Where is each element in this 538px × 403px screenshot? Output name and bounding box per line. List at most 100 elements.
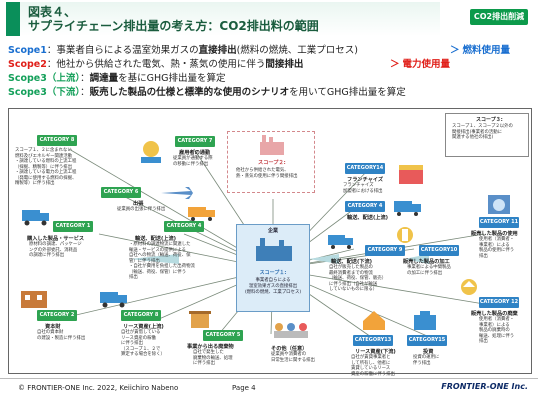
topic-badge: CO2排出削減 [470,9,528,25]
scope3-definition-box: スコープ３: スコープ１、スコープ２以外の 間接排出(事業者の活動に 関連する他… [445,113,529,157]
category-4-right-title: 輸送、配送(上流) [347,215,389,221]
category-8-lease-title: リース資産(上流) [123,324,164,330]
category-5-title: 事業から出る廃棄物 [187,344,234,350]
category-13-title: リース資産(下流) [355,349,396,355]
scope3-upstream-text: を基にGHG排出量を算定 [118,73,226,84]
scope2-text: ：他社から供給された電気、熱・蒸気の使用に伴う [46,59,266,70]
category-13-desc: 自社が賃貸事業者と して所有し、他者に 賃貸しているリース 資産の稼働に伴う排出 [351,355,395,377]
title-bar: 図表４、 サプライチェーン排出量の考え方：CO2排出料の範囲 [6,2,440,36]
lease-home-icon [363,311,385,330]
category-9-title: 輸送、配送(下流) [331,259,373,265]
scope2-label: Scope2 [8,59,47,70]
lease-truck-icon [100,292,127,308]
scope1-text: ：事業者自らによる温室効果ガスの [46,45,199,56]
scope1-line: Scope1：事業者自らによる温室効果ガスの直接排出(燃料の燃焼、工業プロセス)… [8,42,510,56]
processing-icon [397,227,413,243]
scope3-upstream-line: Scope3（上流）：調達量を基にGHG排出量を算定 [8,73,226,84]
category-15-title: 投資 [423,349,434,355]
factory-icon [256,238,292,261]
category-badge-6: CATEGORY 6 [101,187,141,198]
company-center-box: 企業 スコープ１: 事業者自らによる 温室効果ガスの直接排出 (燃料の燃焼、工業… [236,224,310,312]
category-badge-4: CATEGORY 4 [164,221,204,232]
company-label: 企業 [267,228,278,234]
category-2-desc: 自社の資本財 の建設・製造に伴う排出 [37,330,86,341]
truck-icon [22,210,49,226]
washing-machine-icon [488,195,510,214]
category-badge-8: CATEGORY 8 [37,135,77,146]
copyright: © FRONTIER-ONE Inc. 2022, Keiichiro Nabe… [18,384,179,392]
category-10-title: 販売した製品の加工 [403,259,450,265]
category-7-desc: 従業員が通勤する際 の移動に伴う排出 [173,156,213,167]
scope1-box-desc: 事業者自らによる 温室効果ガスの直接排出 (燃料の燃焼、工業プロセス) [244,278,302,295]
category-2-title: 資本財 [45,324,61,330]
scope3-upstream-emphasis: 調達量 [89,73,119,84]
shop-icon [399,165,423,184]
scope3-downstream-text: を用いてGHG排出量を算定 [289,87,406,98]
category-badge-11: CATEGORY 11 [479,217,519,228]
consumers-icon [274,323,308,338]
category-badge-8-lease: CATEGORY 8 [121,310,161,321]
scope2-result: ＞ 電力使用量 [390,59,451,70]
airplane-icon [161,187,193,199]
scope3-downstream-line: Scope3（下流）：販売した製品の仕様と標準的な使用のシナリオを用いてGHG排… [8,87,406,98]
delivery-truck-icon [188,207,215,221]
other-optional-title: その他（任意） [271,346,308,352]
page-title-line1: 図表４、 [28,5,77,19]
building-icon [21,291,47,308]
category-9-desc: 自社が販売した製品の 最終消費者までの物流 （輸送、荷役、保管、販売） に伴う排… [329,265,387,292]
distribution-truck-icon [328,235,353,249]
category-5-desc: 自社で発生した 廃棄物の輸送、処理 に伴う排出 [193,350,233,366]
company-logo: FRONTIER-ONE Inc. [441,382,528,391]
category-badge-2: CATEGORY 2 [37,310,77,321]
scope3-downstream-label: Scope3（下流） [8,87,81,98]
scope3-box-desc: スコープ１、スコープ２以外の 間接排出(事業者の活動に 関連する他社の排出) [452,124,513,140]
scope1-result: ＞ 燃料使用量 [450,45,511,56]
scope2-definition-box: スコープ２: 他社から供給された電気、 熱・蒸気の使用に伴う間接排出 [227,131,315,193]
category-7-title: 雇用者の通勤 [179,150,211,156]
supply-chain-diagram: スコープ３: スコープ１、スコープ２以外の 間接排出(事業者の活動に 関連する他… [8,108,532,377]
power-plant-icon [260,135,284,155]
category-badge-14: CATEGORY14 [345,163,385,174]
category-4-title: 輸送、配送(上流) [135,236,177,242]
category-4-desc: ・原材料の調達物流に関連した 輸送・サービスの提供による 自社への物流（輸送、荷… [129,242,195,280]
scope1-emphasis: 直接排出 [198,45,237,56]
category-badge-12: CATEGORY 12 [479,297,519,308]
scope2-line: Scope2：他社から供給された電気、熱・蒸気の使用に伴う間接排出 ＞ 電力使用… [8,56,450,70]
category-10-desc: 事業者による中間製品 の加工に伴う排出 [407,265,451,276]
scope1-box-title: スコープ１: [259,270,287,276]
category-badge-13: CATEGORY13 [353,335,393,346]
category-6-desc: 従業員の出張に伴う排出 [117,207,166,212]
commute-icon [141,141,161,163]
category-badge-10: CATEGORY10 [419,245,459,256]
category-12-desc: 使用者（消費者・ 事業者）による 製品の廃棄時の 輸送、処理に伴う 排出 [479,317,515,344]
page-title-line2: サプライチェーン排出量の考え方：CO2排出料の範囲 [28,19,319,33]
category-6-title: 出張 [133,201,144,207]
page-number: Page 4 [232,384,256,392]
category-15-desc: 投資の運用に 伴う排出 [413,355,440,366]
category-badge-5: CATEGORY 5 [203,330,243,341]
category-badge-7: CATEGORY 7 [175,136,215,147]
investment-icon [414,311,436,330]
category-badge-15: CATEGORY15 [407,335,447,346]
transport-truck-icon [394,201,421,216]
scope3-box-title: スコープ３: [476,117,503,123]
category-1-desc: 原材料の調達、パッケージ ングの外部委託、消耗品 の調達に伴う排出 [29,242,82,258]
category-8-desc: スコープ１、２に含まれない 燃料及びエネルギー関連活動 ・調達している燃料の上流… [15,148,77,186]
category-14-desc: フランチャイズ 加盟者における排出 [343,183,383,194]
scope1-detail: (燃料の燃焼、工業プロセス) [236,45,359,56]
category-badge-9: CATEGORY 9 [365,245,405,256]
category-8-lease-desc: 自社が賃借している リース資産の稼働 に伴う排出 （スコープ１、２で 算定する場… [121,330,165,357]
other-optional-desc: 従業員や消費者の 日常生活に関する排出 [271,352,315,363]
recycle-icon [461,279,477,295]
scope2-box-title: スコープ２: [258,160,286,166]
scope1-label: Scope1 [8,45,47,56]
category-badge-1: CATEGORY 1 [53,221,93,232]
waste-icon [189,311,211,328]
scope3-upstream-label: Scope3（上流） [8,73,81,84]
category-badge-4-right: CATEGORY 4 [345,201,385,212]
scope3-downstream-emphasis: 販売した製品の仕様と標準的な使用のシナリオ [89,87,290,98]
category-12-title: 販売した製品の廃棄 [471,311,518,317]
category-1-title: 購入した製品・サービス [27,236,85,242]
footer-divider [0,378,538,379]
